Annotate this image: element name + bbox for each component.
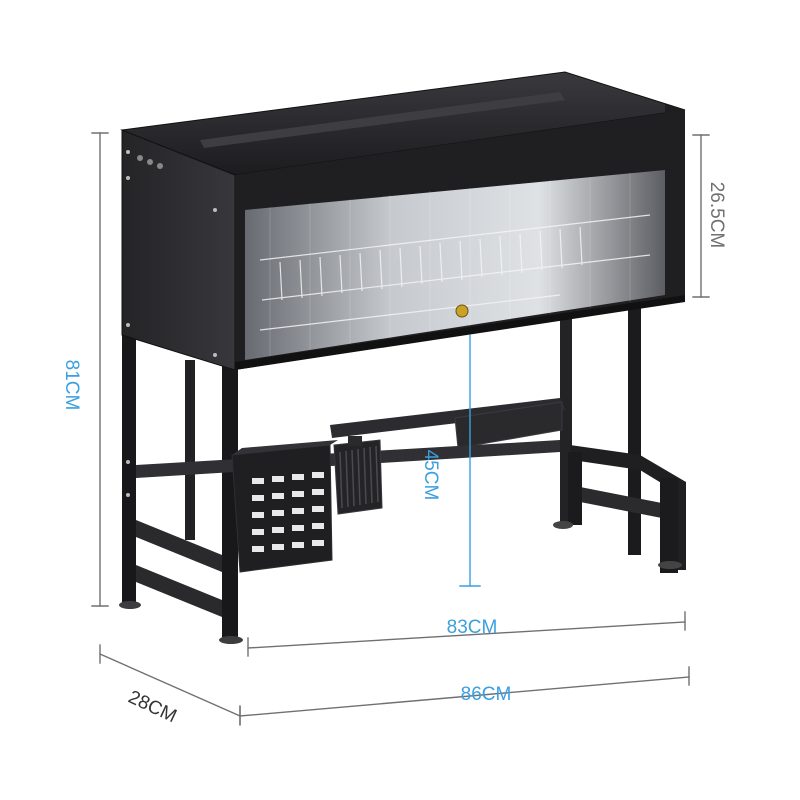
front-inner-leg xyxy=(185,360,195,540)
back-rail xyxy=(330,398,566,438)
cutlery-holder-front xyxy=(231,440,338,573)
glass-front-door xyxy=(235,110,685,370)
dim-total-height xyxy=(91,132,109,607)
dim-clearance-height xyxy=(459,334,481,587)
cabinet-bottom-edge xyxy=(235,295,685,370)
dim-inner-width xyxy=(247,611,686,657)
back-right-leg xyxy=(628,305,641,555)
panel-screws xyxy=(126,150,217,497)
top-handle-bar xyxy=(200,92,565,148)
label-depth: 28CM xyxy=(125,687,180,727)
front-left-leg xyxy=(122,335,136,607)
label-clearance-height: 45CM xyxy=(420,450,441,501)
dish-rack-illustration xyxy=(119,71,686,644)
dim-cabinet-height xyxy=(692,134,710,298)
front-mid-leg xyxy=(222,345,238,640)
label-total-height: 81CM xyxy=(61,360,82,411)
right-base-frame xyxy=(553,445,686,573)
door-knob xyxy=(455,304,469,318)
label-outer-width: 86CM xyxy=(461,684,512,705)
dimension-annotations: 81CM 26.5CM 45CM 83CM 86CM xyxy=(61,132,727,727)
chopstick-cup xyxy=(333,436,383,515)
utility-basket xyxy=(454,401,563,449)
label-cabinet-height: 26.5CM xyxy=(706,182,727,249)
dim-depth xyxy=(99,644,241,726)
hook-row xyxy=(137,155,163,169)
label-inner-width: 83CM xyxy=(447,617,498,638)
